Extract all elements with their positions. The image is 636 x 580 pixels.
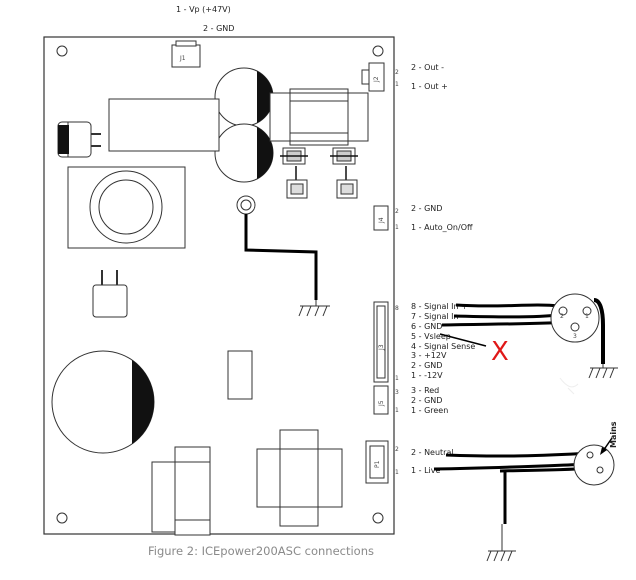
transistor-4: [336, 166, 358, 199]
mounting-hole: [56, 45, 68, 57]
p1-connector: P1 2 1: [365, 440, 399, 484]
transistor-3: [286, 166, 308, 199]
j3-pin8-label: 8 - Signal In +: [411, 302, 468, 311]
xlr-pin-number: 2: [560, 313, 564, 320]
j3-pin-number: 8: [395, 305, 399, 312]
j5-pin-number: 1: [395, 407, 399, 414]
j3-pin4-label: 4 - Signal Sense: [411, 342, 475, 351]
inductor-block: [108, 98, 220, 152]
j3-pin6-label: 6 - GND: [411, 322, 442, 331]
wire-to-cross: [439, 333, 487, 347]
j4-connector: J4 2 1: [373, 205, 399, 231]
j5-pin1-label: 1 - Green: [411, 406, 448, 415]
j5-pin2-label: 2 - GND: [411, 396, 442, 405]
j5-pin-number: 3: [395, 389, 399, 396]
j4-label: J4: [378, 217, 385, 224]
ground-symbol-board: [298, 300, 330, 317]
ground-symbol-mains: [486, 524, 516, 562]
j3-pin2-label: 2 - GND: [411, 361, 442, 370]
transistor-2: [330, 147, 358, 165]
j4-pin-number: 1: [395, 224, 399, 231]
j1-connector: J1: [171, 40, 201, 68]
p1-pin1-label: 1 - Live: [411, 466, 440, 475]
j3-pin1-label: 1 - -12V: [411, 371, 443, 380]
ground-symbol-xlr: [588, 364, 618, 379]
small-block: [227, 350, 253, 400]
heatsink-circle: [67, 166, 186, 249]
j3-pin-number: 1: [395, 375, 399, 382]
j1-pin2-label: 2 - GND: [203, 24, 234, 33]
p1-pin-number: 2: [395, 446, 399, 453]
wire-neutral: [445, 451, 591, 458]
j3-pin5-label: 5 - Vsleep: [411, 332, 451, 341]
j4-pin-number: 2: [395, 208, 399, 215]
ground-screw: [236, 195, 256, 215]
j5-label: J5: [378, 400, 385, 407]
j4-pin1-label: 1 - Auto_On/Off: [411, 223, 473, 232]
big-capacitor: [51, 350, 155, 454]
choke: [269, 88, 369, 146]
j5-pin3-label: 3 - Red: [411, 386, 439, 395]
j2-label: J2: [373, 76, 380, 83]
mains-connector: [573, 437, 615, 486]
capacitor-top: [214, 67, 274, 127]
j2-pin-number: 1: [395, 81, 399, 88]
j2-pin1-label: 1 - Out +: [411, 82, 448, 91]
xlr-pin-number: 3: [573, 333, 577, 340]
j2-pin2-label: 2 - Out -: [411, 63, 444, 72]
p1-pin2-label: 2 - Neutral: [411, 448, 454, 457]
xlr-connector: 2 1 3: [550, 293, 605, 364]
transistor-1: [280, 147, 308, 165]
wire-signal-in-minus: [453, 312, 567, 319]
j3-connector: J3 8 1: [373, 301, 399, 383]
wire-signal-in-plus: [455, 303, 561, 308]
faint-mark: [559, 377, 579, 395]
small-component: [92, 270, 128, 318]
j2-pin-number: 2: [395, 69, 399, 76]
capacitor-bottom: [214, 123, 274, 183]
mounting-hole: [372, 512, 384, 524]
mounting-hole: [56, 512, 68, 524]
j5-connector: J5 3 1: [373, 385, 399, 415]
p1-pin-number: 1: [395, 469, 399, 476]
figure-caption: Figure 2: ICEpower200ASC connections: [148, 544, 374, 558]
cross-mark: X: [491, 337, 509, 367]
p1-label: P1: [374, 460, 381, 468]
j3-pin7-label: 7 - Signal In -: [411, 312, 464, 321]
j1-label: J1: [179, 55, 186, 62]
ground-wire: [244, 214, 318, 300]
xlr-pin-number: 1: [585, 313, 589, 320]
transformer-right: [256, 429, 343, 527]
transformer-left: [151, 446, 211, 536]
j3-label: J3: [378, 344, 385, 351]
small-capacitor: [57, 121, 101, 158]
j4-pin2-label: 2 - GND: [411, 204, 442, 213]
j2-connector: J2 2 1: [361, 62, 399, 92]
j3-pin3-label: 3 - +12V: [411, 351, 447, 360]
j1-pin1-label: 1 - Vp (+47V): [176, 5, 231, 14]
mains-label: Mains: [609, 421, 618, 448]
mounting-hole: [372, 45, 384, 57]
